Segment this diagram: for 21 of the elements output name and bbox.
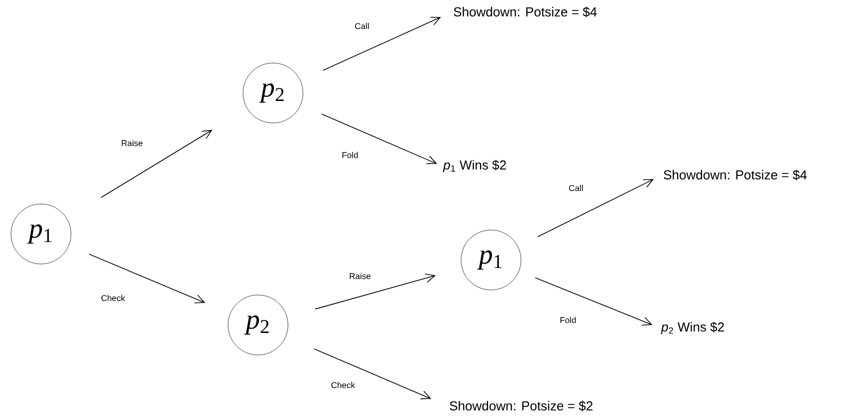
arrow — [314, 348, 432, 400]
arrow — [537, 179, 654, 238]
arrow — [321, 114, 438, 164]
outcome-text: p$_{1}$ Wins $2 — [442, 160, 506, 172]
arrow — [534, 277, 652, 326]
arrow — [314, 274, 436, 310]
outcome-text: Showdown: Potsize = $4 — [664, 170, 807, 180]
edge-label: Fold — [560, 316, 576, 324]
edge-label: Check — [331, 382, 356, 388]
edge-label: Check — [101, 294, 126, 302]
edge-label: Call — [355, 22, 369, 30]
edge-label: Raise — [122, 140, 142, 146]
outcome-text: p$_{2}$ Wins $2 — [660, 322, 724, 334]
edge-label: Call — [569, 184, 583, 192]
edge-label: Raise — [350, 272, 370, 280]
arrow — [322, 16, 442, 71]
edge-label: Fold — [342, 152, 358, 158]
arrow — [88, 254, 206, 304]
outcome-text: Showdown: Potsize = $2 — [450, 400, 592, 412]
arrow — [100, 130, 212, 198]
outcome-text: Showdown: Potsize = $4 — [454, 6, 597, 18]
